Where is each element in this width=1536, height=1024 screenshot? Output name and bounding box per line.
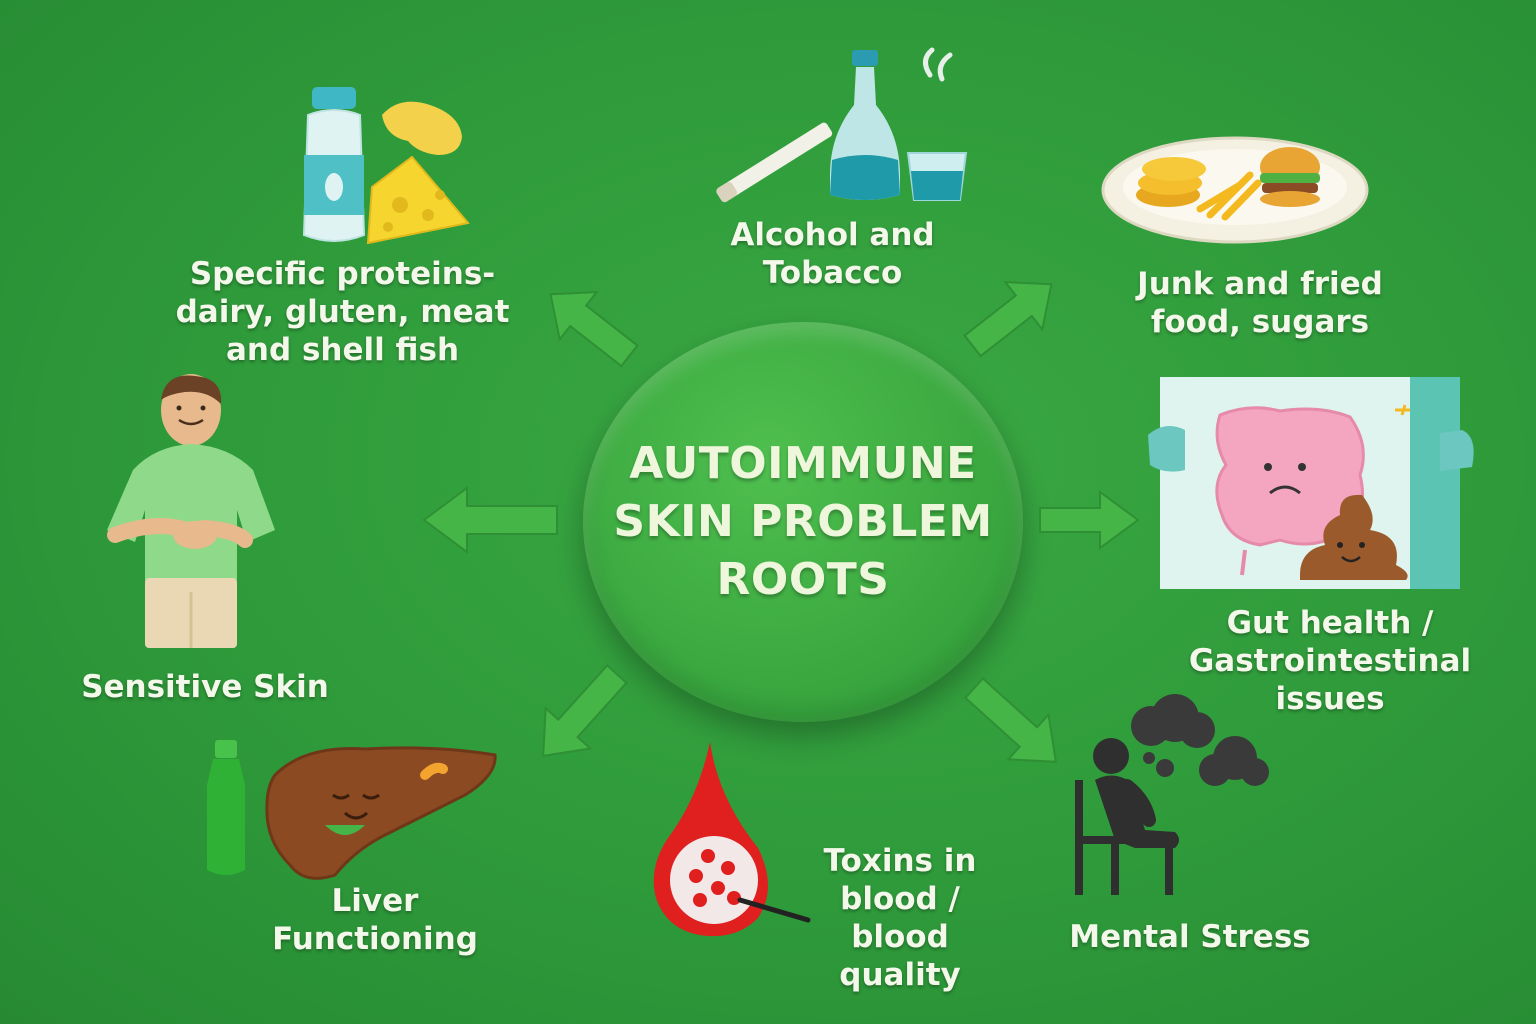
arrow-to-liver <box>542 664 628 758</box>
label-stress: Mental Stress <box>1045 918 1335 956</box>
arrow-to-proteins <box>549 291 639 368</box>
blood-drop-icon <box>653 742 811 937</box>
arrow-to-stress <box>964 677 1058 763</box>
milk-cheese-icon <box>302 87 470 245</box>
label-proteins: Specific proteins- dairy, gluten, meat a… <box>150 255 535 369</box>
label-line: Liver <box>331 883 419 919</box>
label-line: blood / <box>840 881 960 917</box>
label-line: food, sugars <box>1150 304 1370 340</box>
hub-title: AUTOIMMUNE SKIN PROBLEM ROOTS <box>593 435 1013 609</box>
label-line: blood <box>851 919 949 955</box>
label-line: quality <box>839 957 961 993</box>
person-icon <box>107 374 275 648</box>
label-skin: Sensitive Skin <box>60 668 350 706</box>
arrow-to-skin <box>422 486 558 554</box>
stressed-person-icon <box>1075 694 1269 895</box>
junk-food-plate-icon <box>1101 136 1369 244</box>
label-line: dairy, gluten, meat <box>175 294 510 330</box>
label-line: and shell fish <box>225 332 460 368</box>
hub-title-line: ROOTS <box>716 554 890 605</box>
label-toxins: Toxins in blood / blood quality <box>800 842 1000 994</box>
center-hub: AUTOIMMUNE SKIN PROBLEM ROOTS <box>583 322 1023 722</box>
liver-icon <box>207 740 497 880</box>
label-liver: Liver Functioning <box>245 882 505 958</box>
label-line: Gut health / <box>1226 605 1434 641</box>
bottle-cigarette-icon <box>716 47 968 203</box>
label-line: Toxins in <box>823 843 977 879</box>
label-line: Tobacco <box>762 255 903 291</box>
arrow-to-gut <box>1039 490 1140 550</box>
label-line: Mental Stress <box>1069 919 1311 955</box>
intestine-poop-icon <box>1148 377 1474 589</box>
label-junk: Junk and fried food, sugars <box>1110 265 1410 341</box>
hub-title-line: SKIN PROBLEM <box>613 496 993 547</box>
label-line: Sensitive Skin <box>81 669 329 705</box>
label-line: Functioning <box>272 921 478 957</box>
label-gut: Gut health / Gastrointestinal issues <box>1165 604 1495 718</box>
label-line: Alcohol and <box>730 217 935 253</box>
label-line: Specific proteins- <box>189 256 496 292</box>
label-line: Gastrointestinal <box>1188 643 1472 679</box>
hub-title-line: AUTOIMMUNE <box>629 438 977 489</box>
label-alcohol: Alcohol and Tobacco <box>690 216 975 292</box>
label-line: issues <box>1275 681 1385 717</box>
arrow-to-junk <box>963 281 1053 358</box>
label-line: Junk and fried <box>1137 266 1383 302</box>
